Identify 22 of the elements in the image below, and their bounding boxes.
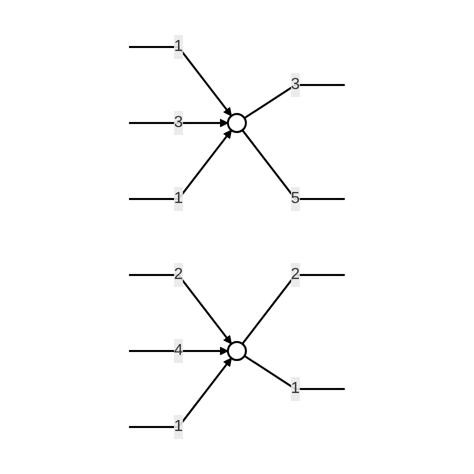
connector	[242, 274, 345, 344]
edge-label: 1	[291, 380, 300, 397]
edge-label: 4	[174, 342, 183, 359]
arrow	[129, 274, 232, 344]
arrow	[129, 130, 232, 200]
node-circle	[227, 341, 247, 361]
arrow	[129, 358, 232, 428]
edge-label: 2	[174, 266, 183, 283]
edge-label: 2	[291, 266, 300, 283]
edge-label: 3	[174, 114, 183, 131]
edge-label: 1	[174, 38, 183, 55]
connector	[242, 130, 345, 200]
node-circle	[227, 113, 247, 133]
edge-label: 3	[291, 76, 300, 93]
edge-label: 1	[174, 418, 183, 435]
connector	[244, 355, 345, 390]
connector	[244, 84, 345, 119]
edge-label: 5	[291, 190, 300, 207]
arrow	[129, 346, 228, 356]
arrow	[129, 46, 232, 116]
edge-label: 1	[174, 190, 183, 207]
arrow	[129, 118, 228, 128]
